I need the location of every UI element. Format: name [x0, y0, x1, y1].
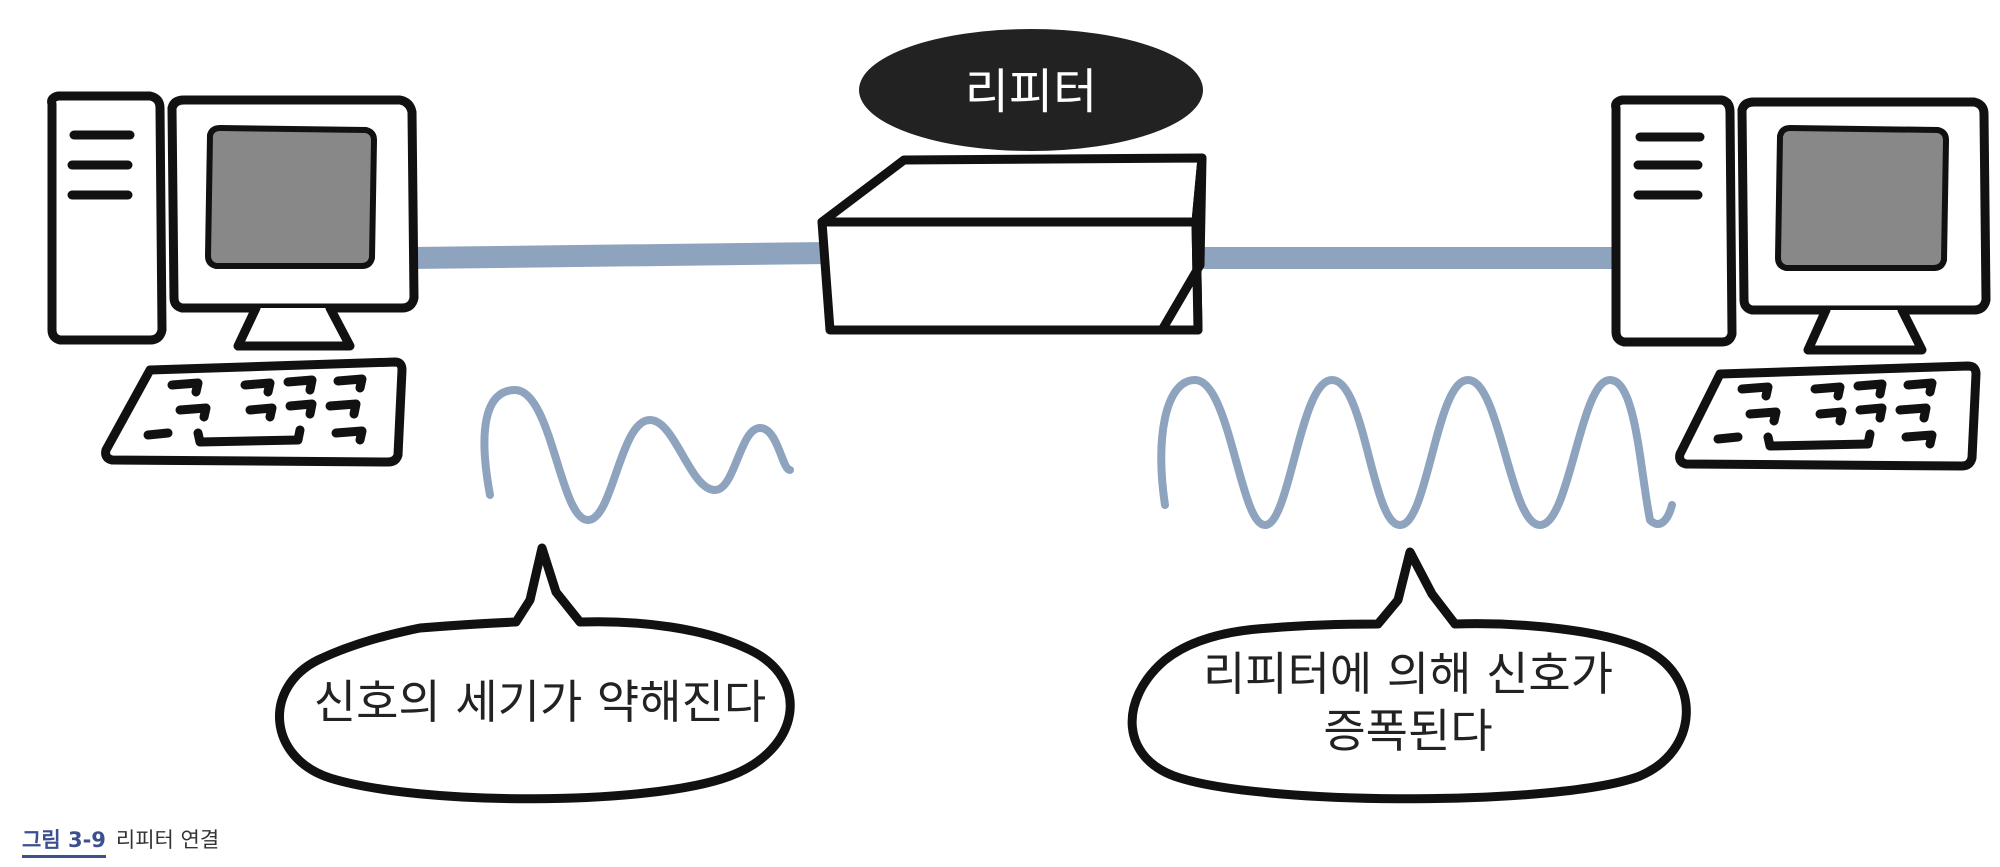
right-keyboard-keys: [1713, 378, 1937, 451]
amplified-signal-bubble: 리피터에 의해 신호가 증폭된다: [1127, 547, 1691, 804]
repeater-box-front: [817, 217, 1203, 335]
weak-signal-bubble: 신호의 세기가 약해진다: [275, 543, 795, 804]
left-computer: [47, 91, 419, 467]
right-bubble-outline: [1127, 547, 1691, 804]
left-bubble-text: 신호의 세기가 약해진다: [314, 675, 766, 729]
right-bubble-text-line1: 리피터에 의해 신호가: [1203, 647, 1613, 701]
weak-signal-wave: [480, 386, 794, 524]
amplified-signal-wave: [1157, 376, 1676, 529]
left-bubble-outline: [275, 543, 795, 804]
repeater-badge: 리피터: [859, 29, 1203, 151]
figure-title: 리피터 연결: [115, 828, 220, 852]
repeater-badge-shape: [859, 29, 1203, 151]
left-monitor-stand: [233, 303, 355, 351]
right-computer: [1611, 95, 1991, 471]
repeater-label: 리피터: [965, 64, 1097, 120]
right-monitor-stand: [1803, 305, 1927, 355]
figure-caption: 그림 3-9 리피터 연결: [22, 824, 220, 858]
left-tower: [47, 91, 167, 345]
figure-number: 그림 3-9: [22, 824, 106, 858]
repeater-device: [817, 153, 1207, 335]
repeater-box-side: [1157, 153, 1207, 335]
right-bubble-text-line2: 증폭된다: [1323, 704, 1492, 758]
left-keyboard-keys: [143, 374, 367, 447]
left-cable: [409, 242, 831, 269]
repeater-box-top: [817, 153, 1207, 227]
right-monitor-screen: [1774, 124, 1950, 271]
left-monitor-screen: [204, 124, 378, 269]
